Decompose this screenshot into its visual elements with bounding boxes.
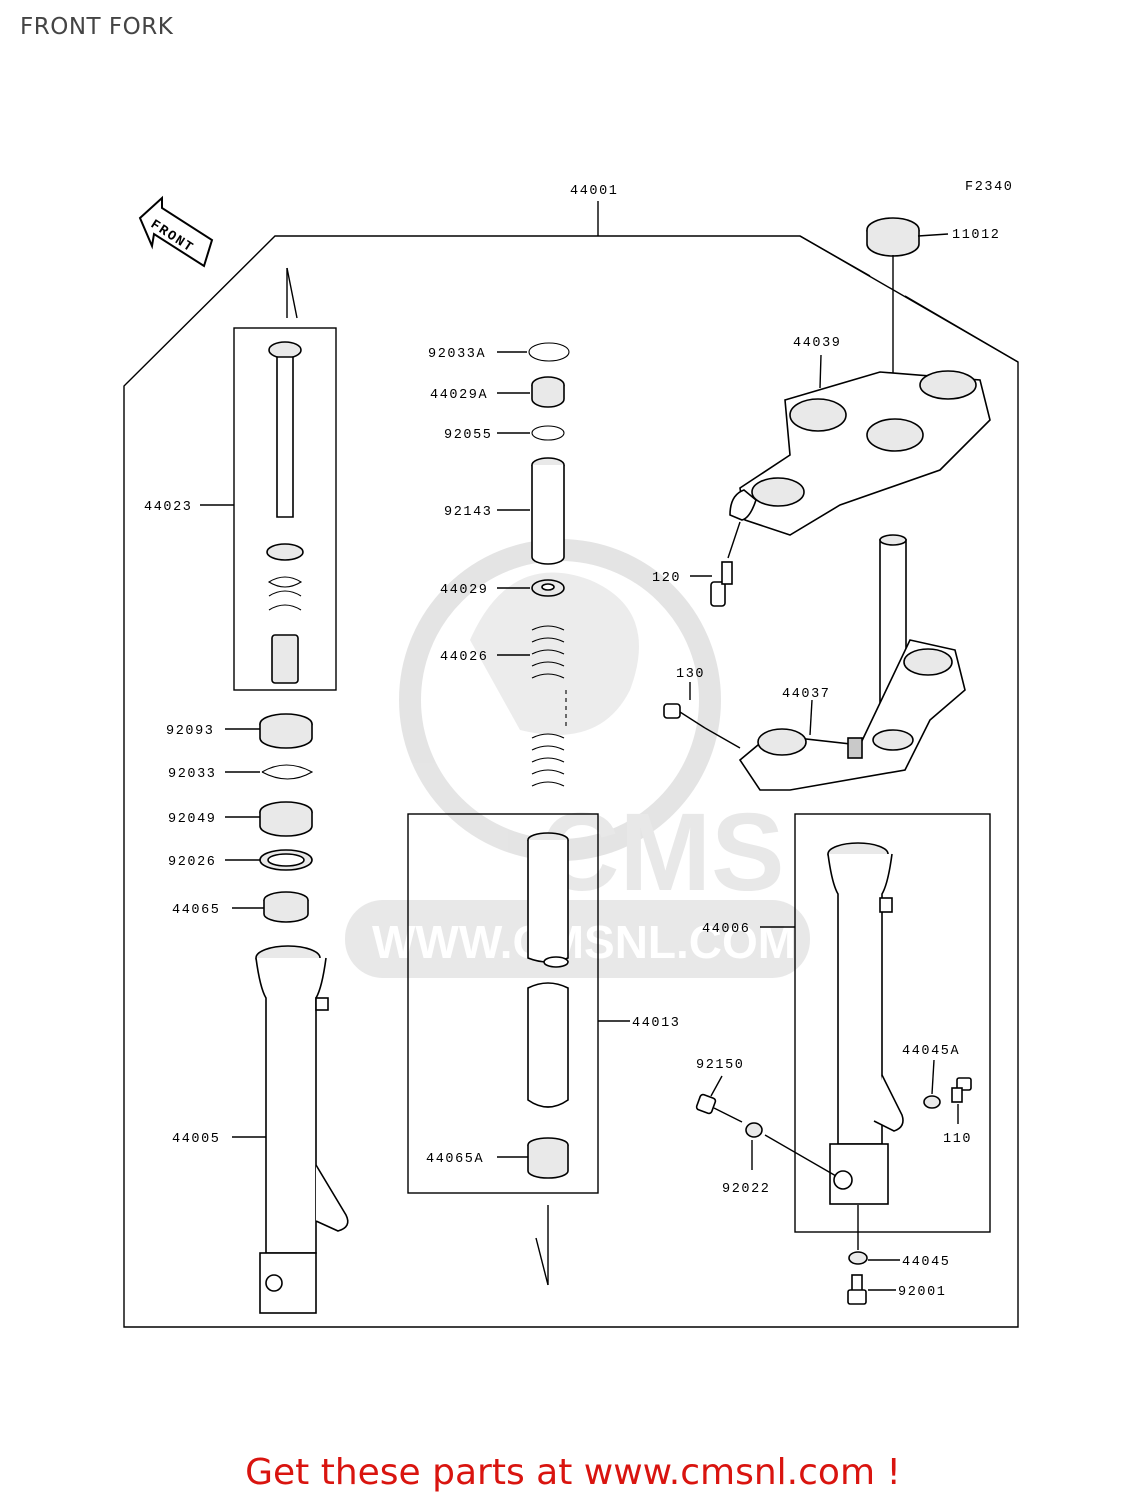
front-arrow-icon: FRONT: [138, 195, 214, 268]
label-44029A[interactable]: 44029A: [430, 388, 488, 403]
part-circlip-92033A: [497, 342, 570, 362]
label-92001[interactable]: 92001: [898, 1285, 947, 1300]
label-110[interactable]: 110: [943, 1132, 972, 1147]
label-120[interactable]: 120: [652, 571, 681, 586]
label-44037[interactable]: 44037: [782, 687, 831, 702]
part-bolt-92150: [695, 1075, 743, 1123]
watermark-logo-text: CMS: [540, 791, 784, 914]
label-92022[interactable]: 92022: [722, 1182, 771, 1197]
part-washer-92022: [745, 1122, 837, 1177]
label-44006[interactable]: 44006: [702, 922, 751, 937]
part-cap-11012: [866, 217, 949, 420]
part-washer-44045: [848, 1205, 900, 1265]
label-92150[interactable]: 92150: [696, 1058, 745, 1073]
part-group-44023: [200, 267, 337, 691]
part-dust-seal-92093: [225, 713, 313, 749]
watermark-url-text: WWW.CMSNL.COM: [372, 916, 796, 968]
label-44013[interactable]: 44013: [632, 1016, 681, 1031]
label-92093[interactable]: 92093: [166, 724, 215, 739]
label-92049[interactable]: 92049: [168, 812, 217, 827]
part-outer-tube-44005: [232, 945, 349, 1314]
label-44039[interactable]: 44039: [793, 336, 842, 351]
label-44065A[interactable]: 44065A: [426, 1152, 484, 1167]
label-44026[interactable]: 44026: [440, 650, 489, 665]
label-92026[interactable]: 92026: [168, 855, 217, 870]
page-title: FRONT FORK: [20, 14, 174, 40]
part-bolt-130: [663, 682, 741, 749]
part-oil-seal-92049: [225, 801, 313, 837]
part-washer-44029: [497, 579, 565, 597]
part-oring-92055: [497, 425, 565, 441]
part-circlip-92033: [225, 764, 314, 780]
part-group-44006: [760, 813, 991, 1233]
figure-code: F2340: [965, 180, 1014, 195]
label-44001[interactable]: 44001: [570, 184, 619, 199]
label-44005[interactable]: 44005: [172, 1132, 221, 1147]
label-92143[interactable]: 92143: [444, 505, 493, 520]
label-44045[interactable]: 44045: [902, 1255, 951, 1270]
part-lower-bracket-44037: [738, 534, 966, 791]
label-92055[interactable]: 92055: [444, 428, 493, 443]
exploded-parts-diagram: CMS WWW.CMSNL.COM F2340 FRONT: [123, 180, 1019, 1328]
part-spring-44026: [497, 625, 567, 787]
label-11012[interactable]: 11012: [952, 228, 1001, 243]
label-130[interactable]: 130: [676, 667, 705, 682]
part-group-44013: [407, 813, 630, 1286]
label-92033A[interactable]: 92033A: [428, 347, 486, 362]
label-44029[interactable]: 44029: [440, 583, 489, 598]
footer-promo-link[interactable]: Get these parts at www.cmsnl.com !: [245, 1452, 901, 1493]
part-washer-44045A: [923, 1059, 941, 1109]
part-upper-bracket-44039: [729, 295, 1019, 536]
label-44023[interactable]: 44023: [144, 500, 193, 515]
watermark: CMS WWW.CMSNL.COM: [345, 539, 810, 978]
label-92033[interactable]: 92033: [168, 767, 217, 782]
part-bolt-120: [690, 521, 741, 607]
part-bushing-44065: [232, 891, 309, 923]
part-collar-92143: [497, 457, 565, 565]
label-44065[interactable]: 44065: [172, 903, 221, 918]
part-spacer-44029A: [497, 376, 565, 408]
part-bolt-92001: [847, 1274, 896, 1305]
label-44045A[interactable]: 44045A: [902, 1044, 960, 1059]
part-washer-92026: [225, 849, 313, 871]
part-bolt-110: [951, 1077, 972, 1124]
